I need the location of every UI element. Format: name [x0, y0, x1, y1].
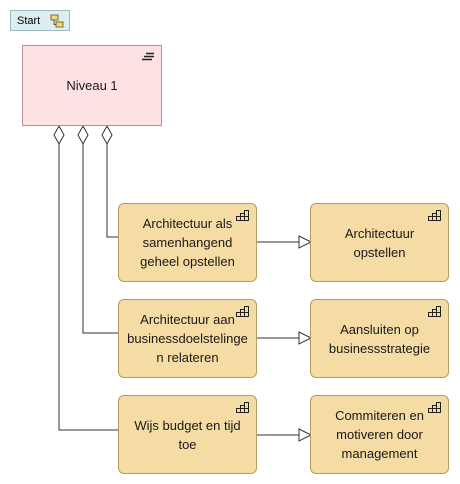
process-step-icon — [236, 210, 249, 221]
arrowhead-3 — [298, 428, 313, 442]
arrowhead-1 — [298, 235, 313, 249]
group-toggle-icon[interactable] — [50, 14, 64, 28]
process-step-icon — [428, 402, 441, 413]
activity-left-3-label: Wijs budget en tijd toe — [134, 417, 241, 452]
activity-left-3[interactable]: Wijs budget en tijd toe — [118, 395, 257, 474]
aggregation-diamond-1 — [101, 124, 113, 146]
activity-left-2[interactable]: Architectuur aan businessdoelstelinge n … — [118, 299, 257, 378]
aggregation-diamond-3 — [53, 124, 65, 146]
group-node-label: Niveau 1 — [66, 78, 118, 93]
process-step-icon — [428, 210, 441, 221]
process-step-icon — [236, 306, 249, 317]
group-node-niveau-1[interactable]: Niveau 1 — [22, 45, 162, 126]
arrowhead-2 — [298, 331, 313, 345]
activity-right-3[interactable]: Commiteren en motiveren door management — [310, 395, 449, 474]
aggregation-line-3 — [58, 144, 118, 431]
aggregation-diamond-2 — [77, 124, 89, 146]
aggregation-line-1 — [106, 144, 118, 238]
start-tab-label: Start — [17, 14, 41, 27]
activity-right-3-label: Commiteren en motiveren door management — [335, 408, 424, 461]
aggregation-line-2 — [82, 144, 118, 334]
activity-right-2[interactable]: Aansluiten op businessstrategie — [310, 299, 449, 378]
activity-left-1-label: Architectuur als samenhangend geheel ops… — [140, 216, 235, 269]
process-step-icon — [236, 402, 249, 413]
start-tab[interactable]: Start — [10, 10, 70, 31]
activity-right-1[interactable]: Architectuur opstellen — [310, 203, 449, 282]
activity-left-2-label: Architectuur aan businessdoelstelinge n … — [127, 312, 248, 365]
activity-right-2-label: Aansluiten op businessstrategie — [328, 321, 431, 356]
collapse-lines-icon — [142, 52, 154, 61]
process-step-icon — [428, 306, 441, 317]
activity-left-1[interactable]: Architectuur als samenhangend geheel ops… — [118, 203, 257, 282]
activity-right-1-label: Architectuur opstellen — [344, 225, 415, 260]
